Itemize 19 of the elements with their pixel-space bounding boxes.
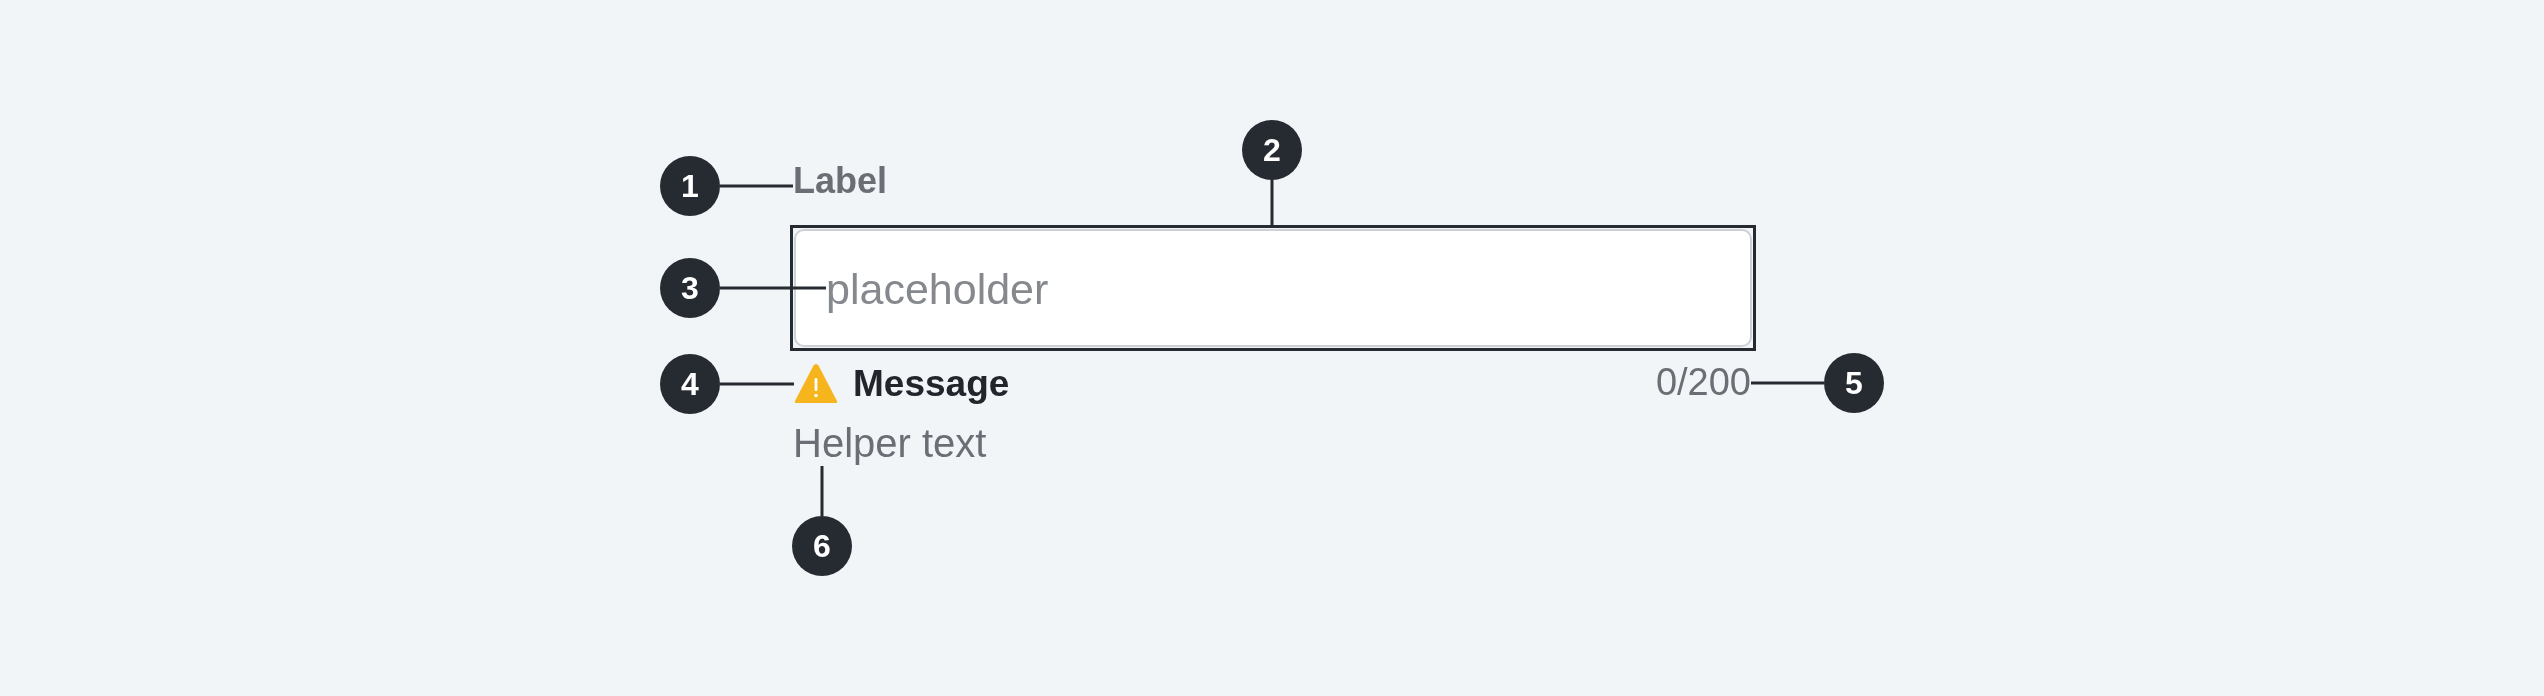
leader-line: [720, 184, 793, 188]
warning-icon: [794, 363, 838, 404]
helper-text: Helper text: [793, 420, 987, 466]
leader-line: [1751, 381, 1824, 385]
callout-number: 2: [1242, 120, 1302, 180]
callout-number: 3: [660, 258, 720, 318]
leader-line: [1270, 180, 1274, 225]
validation-message: Message: [853, 362, 1010, 406]
input-field: [790, 225, 1756, 351]
callout-number: 1: [660, 156, 720, 216]
placeholder-text: placeholder: [826, 264, 1049, 314]
character-counter: 0/200: [1655, 360, 1751, 404]
leader-line: [820, 466, 824, 516]
callout-number: 6: [792, 516, 852, 576]
field-label: Label: [793, 160, 888, 202]
callout-number: 4: [660, 354, 720, 414]
leader-line: [720, 286, 826, 290]
callout-number: 5: [1824, 353, 1884, 413]
leader-line: [720, 382, 794, 386]
